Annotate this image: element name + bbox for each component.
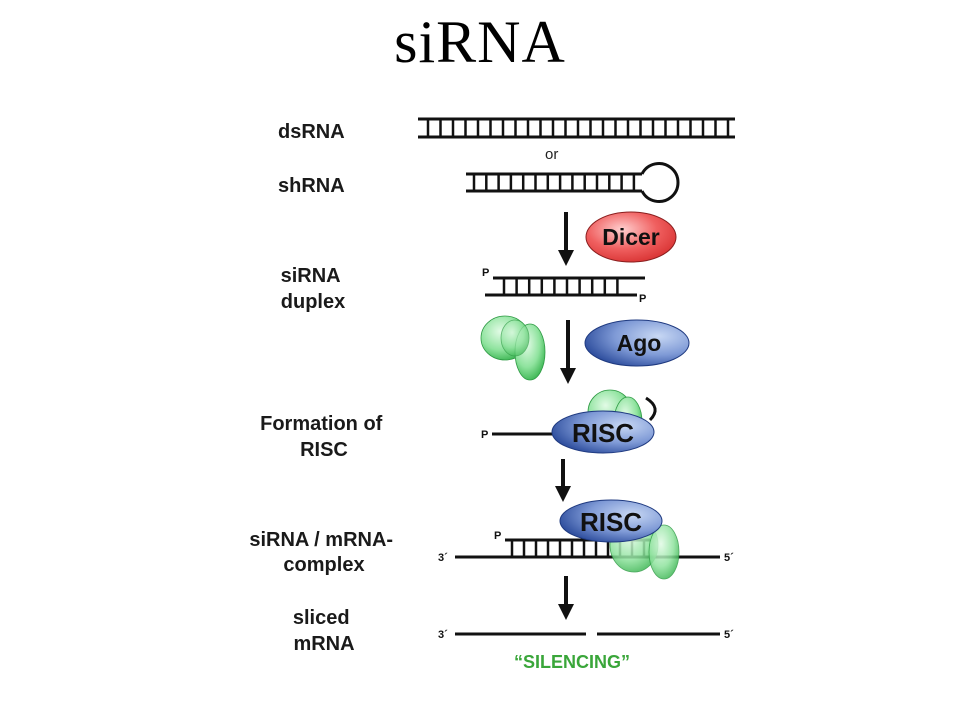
slide-title: siRNA: [394, 9, 566, 75]
phosphate-complex-guide: P: [494, 530, 501, 542]
ago-protein: Ago: [584, 319, 690, 367]
risc-formation-complex: RISC: [492, 389, 657, 454]
phosphate-5prime-bottom: P: [639, 293, 646, 305]
sirna-duplex-molecule: [485, 276, 645, 297]
sliced-five-prime-end: 5´: [724, 629, 734, 641]
mrna-five-prime-end: 5´: [724, 552, 734, 564]
label-dsrna: dsRNA: [278, 121, 345, 143]
svg-text:Dicer: Dicer: [602, 224, 660, 250]
phosphate-5prime-top: P: [482, 267, 489, 279]
or-label: or: [545, 146, 558, 163]
silencing-outcome: “SILENCING”: [514, 652, 630, 672]
svg-text:RISC: RISC: [580, 507, 642, 537]
dicer-enzyme: Dicer: [585, 211, 677, 263]
sliced-three-prime-end: 3´: [438, 629, 448, 641]
label-formation-of-risc: Formation of RISC: [260, 413, 388, 461]
shrna-molecule: [466, 162, 680, 203]
dsrna-molecule: [418, 117, 735, 139]
svg-text:Ago: Ago: [617, 330, 662, 356]
phosphate-risc-strand: P: [481, 429, 488, 441]
label-sirna-mrna-complex: siRNA / mRNA- complex: [249, 529, 398, 576]
mrna-three-prime-end: 3´: [438, 552, 448, 564]
label-shrna: shRNA: [278, 175, 345, 197]
label-sirna-duplex: siRNA duplex: [281, 265, 346, 313]
svg-text:RISC: RISC: [572, 418, 634, 448]
argonaute-protein: [480, 315, 546, 381]
sirna-mrna-complex: RISC: [455, 499, 720, 580]
label-sliced-mrna: sliced mRNA: [293, 607, 355, 655]
